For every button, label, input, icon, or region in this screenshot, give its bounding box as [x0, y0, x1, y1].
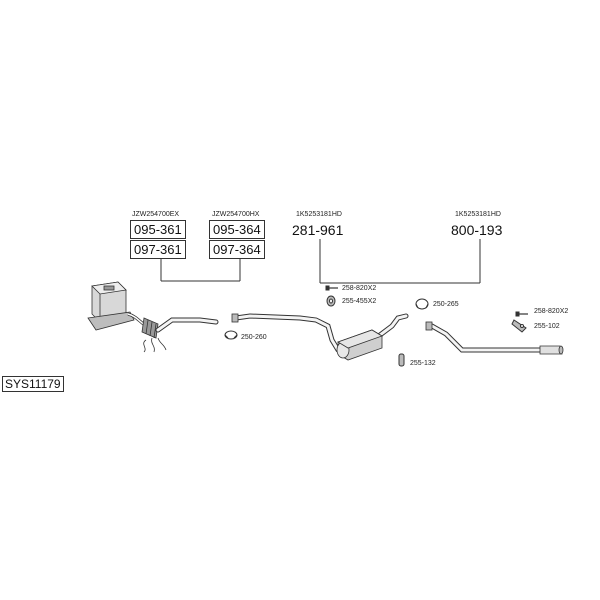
bolt-head-icon: [325, 285, 330, 291]
clamp-icon-ears: [224, 334, 238, 339]
part-number-095-361[interactable]: 095-361: [130, 220, 186, 239]
fitting-label-255-102[interactable]: 255-102: [534, 323, 560, 330]
part-number-097-364[interactable]: 097-364: [209, 240, 265, 259]
part-number-800-193[interactable]: 800-193: [451, 222, 503, 238]
middle-pipe: [233, 313, 409, 353]
tailpipe-icon: [539, 345, 564, 355]
oe-number-3: 1K5253181HD: [296, 211, 342, 218]
front-joint-clamp: [231, 313, 239, 323]
front-pipe: [155, 317, 219, 333]
fitting-label-255-455[interactable]: 255-455X2: [342, 298, 377, 305]
oe-number-2: JZW254700HX: [212, 211, 260, 218]
part-number-097-361[interactable]: 097-361: [130, 240, 186, 259]
fitting-label-258-820-mid[interactable]: 258-820X2: [342, 285, 377, 292]
fitting-label-250-260[interactable]: 250-260: [241, 334, 267, 341]
system-code-badge: SYS11179: [2, 376, 64, 392]
hanger-icon: [398, 353, 405, 367]
fitting-label-255-132[interactable]: 255-132: [410, 360, 436, 367]
rear-joint-clamp: [425, 321, 433, 331]
fitting-label-258-820-rear[interactable]: 258-820X2: [534, 308, 569, 315]
oe-number-1: JZW254700EX: [132, 211, 180, 218]
catalytic-converter-icon: [87, 281, 167, 353]
oe-number-4: 1K5253181HD: [455, 211, 501, 218]
pipe-joint-clamps: [231, 313, 433, 331]
middle-silencer-icon: [336, 329, 383, 361]
group-connector-lines: [160, 239, 481, 284]
rear-pipe: [429, 323, 543, 353]
clamp-icon: [224, 330, 238, 340]
fittings-icons: [224, 285, 528, 367]
part-number-281-961[interactable]: 281-961: [292, 222, 344, 238]
fitting-label-250-265[interactable]: 250-265: [433, 301, 459, 308]
part-number-095-364[interactable]: 095-364: [209, 220, 265, 239]
